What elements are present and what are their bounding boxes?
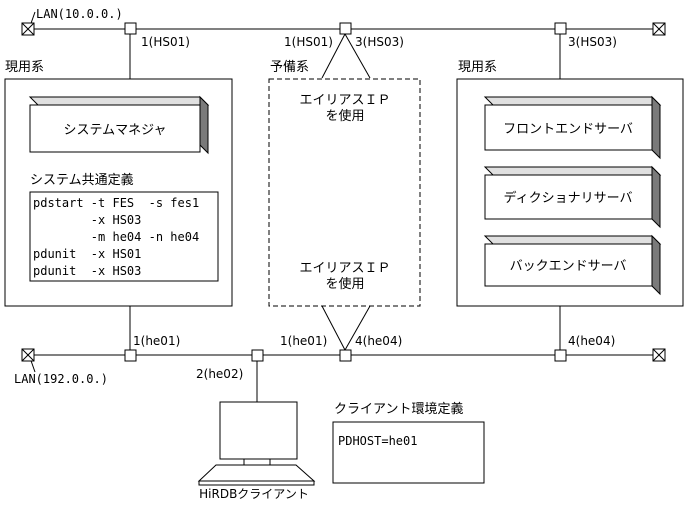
client-def-value: PDHOST=he01 <box>338 434 417 448</box>
client-def-title: クライアント環境定義 <box>334 401 463 417</box>
back-end-server-label: バックエンドサーバ <box>510 259 627 274</box>
alias-ip-top-line2: を使用 <box>325 108 364 124</box>
port-he02 <box>251 349 264 362</box>
port-he01-left <box>124 349 137 362</box>
port-label-he02: 2(he02) <box>196 367 243 381</box>
system-manager-label: システムマネジャ <box>64 123 167 138</box>
alias-ip-top-line1: エイリアスＩＰ <box>299 93 390 108</box>
port-label-hs01-left: 1(HS01) <box>141 35 190 49</box>
left-host-label: 現用系 <box>5 60 44 75</box>
top-lan-label: LAN(10.0.0.) <box>36 7 123 21</box>
top-lan-terminator-left <box>21 22 35 36</box>
dictionary-server-box: ディクショナリサーバ <box>483 165 662 229</box>
port-hs01-hs03-mid <box>339 22 352 35</box>
bottom-lan-terminator-left <box>21 348 35 362</box>
top-connectors <box>129 33 561 80</box>
port-label-hs03-mid: 3(HS03) <box>355 35 404 49</box>
common-def-line-5: pdunit -x HS03 <box>33 264 141 278</box>
back-end-server-box: バックエンドサーバ <box>483 234 662 296</box>
port-label-hs03-right: 3(HS03) <box>568 35 617 49</box>
right-host-label: 現用系 <box>458 60 497 75</box>
port-label-he04-right: 4(he04) <box>568 334 615 348</box>
alias-ip-bottom-line2: を使用 <box>325 276 364 292</box>
port-label-he04-mid: 4(he04) <box>355 334 402 348</box>
bottom-lan-label: LAN(192.0.0.) <box>14 372 108 386</box>
port-he01-he04-mid <box>339 349 352 362</box>
front-end-server-box: フロントエンドサーバ <box>483 95 662 160</box>
standby-host-box <box>268 78 421 307</box>
port-he04-right <box>554 349 567 362</box>
system-manager-box: システムマネジャ <box>28 95 210 155</box>
port-label-he01-mid: 1(he01) <box>280 334 327 348</box>
port-label-hs01-mid: 1(HS01) <box>284 35 333 49</box>
common-def-line-4: pdunit -x HS01 <box>33 247 141 261</box>
standby-host-label: 予備系 <box>270 59 309 75</box>
port-hs01-left <box>124 22 137 35</box>
client-computer-icon <box>197 401 316 486</box>
dictionary-server-label: ディクショナリサーバ <box>504 190 633 206</box>
common-def-line-1: pdstart -t FES -s fes1 <box>33 196 199 210</box>
client-label: HiRDBクライアント <box>199 487 309 501</box>
common-def-title: システム共通定義 <box>30 172 134 188</box>
front-end-server-label: フロントエンドサーバ <box>503 122 633 137</box>
client-def-box <box>332 421 485 484</box>
common-def-box <box>29 191 219 282</box>
port-label-he01-left: 1(he01) <box>133 334 180 348</box>
port-hs03-right <box>554 22 567 35</box>
common-def-line-3: -m he04 -n he04 <box>33 230 199 244</box>
bottom-lan-terminator-right <box>652 348 666 362</box>
alias-ip-bottom-line1: エイリアスＩＰ <box>299 261 390 276</box>
top-lan-terminator-right <box>652 22 666 36</box>
common-def-line-2: -x HS03 <box>33 213 141 227</box>
